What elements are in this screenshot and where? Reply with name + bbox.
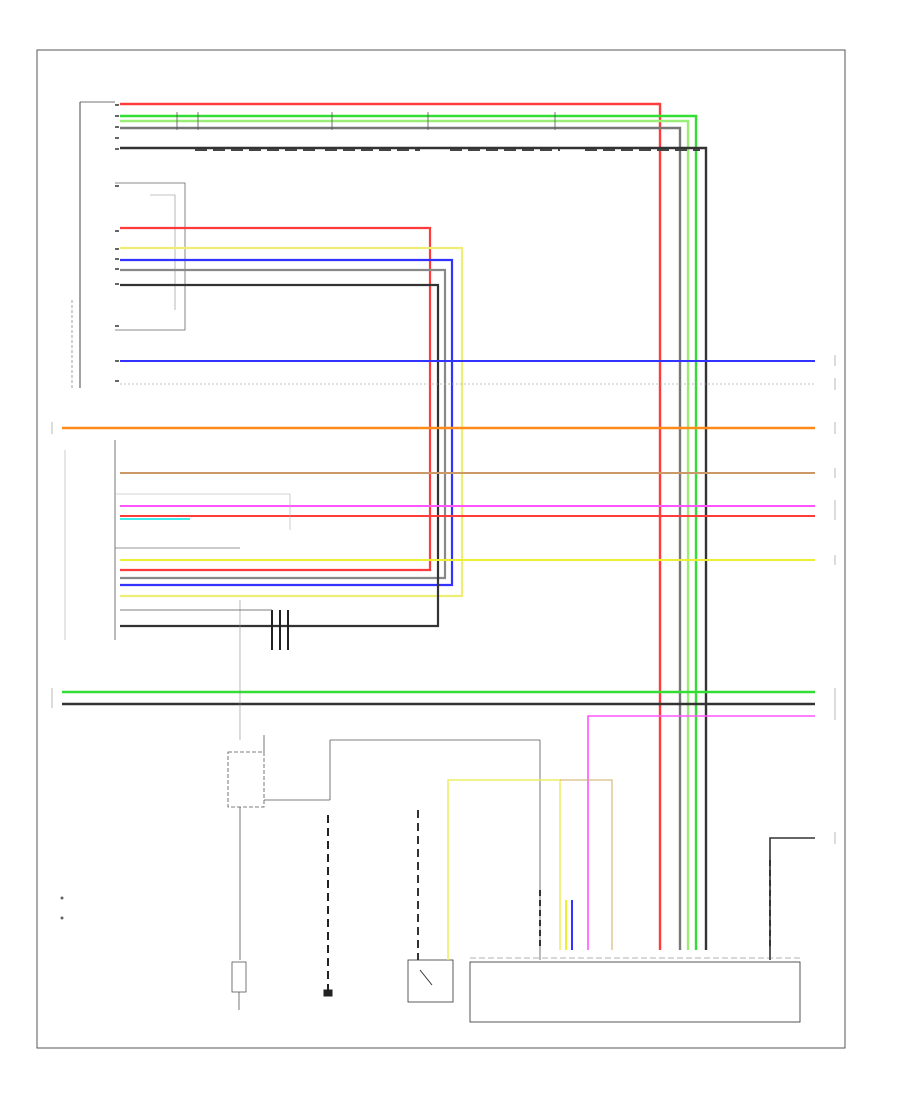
wire-magenta-bottom: [587, 715, 815, 950]
top-module: [71, 101, 119, 388]
bottom-module: [469, 957, 801, 1023]
harness-bus: [62, 360, 815, 706]
wire-black-right: [769, 837, 815, 960]
harness-top: [120, 102, 708, 950]
wire-red-top: [120, 102, 662, 950]
switch-1: [407, 810, 454, 1003]
notes-legend: [60, 896, 64, 920]
wire-blue-mid: [120, 258, 454, 587]
connector-bracket-2: [150, 194, 176, 310]
wire-yellow-bottom: [447, 779, 561, 960]
wire-gray-top: [120, 126, 682, 950]
ground-2: [231, 961, 247, 1010]
wire-tan-bottom: [560, 779, 613, 950]
connector-bracket: [115, 182, 186, 331]
junction-block: [120, 600, 289, 740]
ground-1: [323, 815, 333, 997]
module-left-2: [64, 440, 291, 640]
wire-red-mid: [120, 226, 432, 572]
wire-lightgreen-top: [120, 119, 690, 950]
wire-black-mid: [120, 283, 440, 628]
relay-box: [227, 735, 541, 960]
wire-gray-mid: [120, 268, 447, 580]
diagram-frame: [36, 49, 846, 1049]
wire-yellow-mid: [120, 246, 464, 598]
wire-black-top: [120, 146, 708, 950]
wire-green-top: [120, 114, 698, 950]
